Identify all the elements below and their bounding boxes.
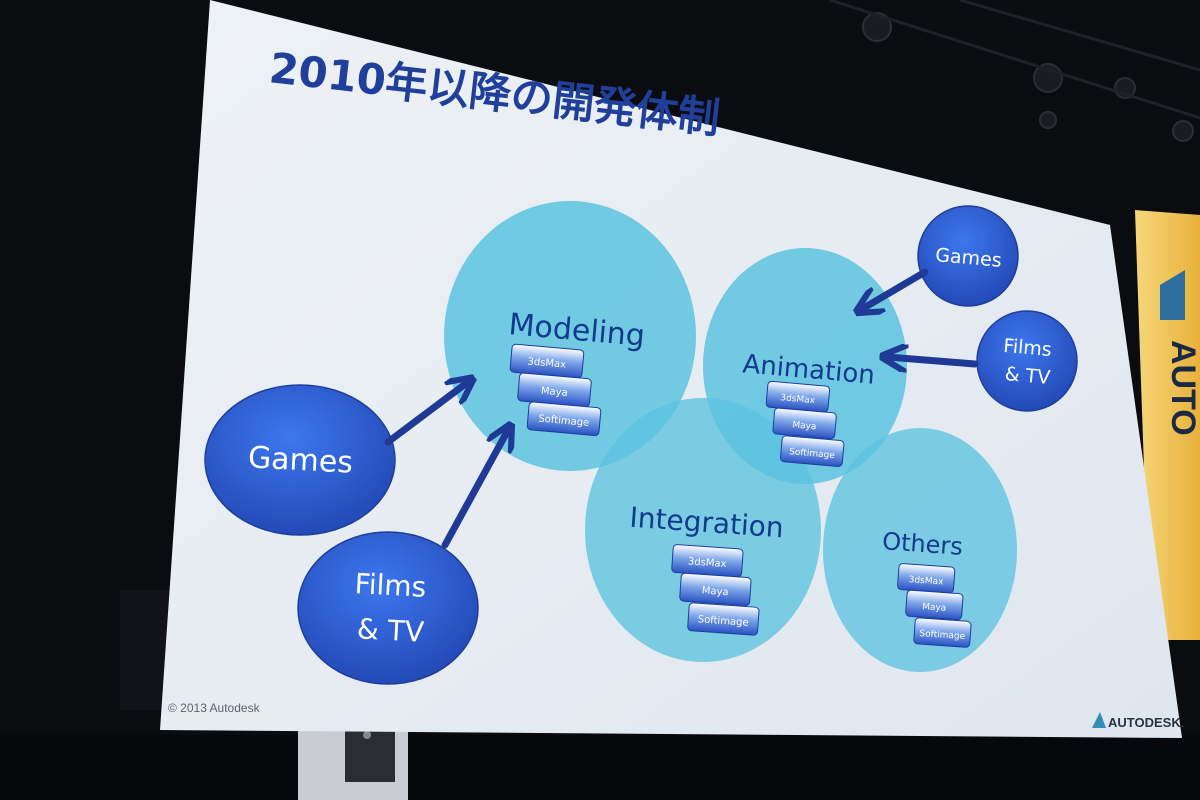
product-card-label: Maya (701, 585, 729, 598)
product-card-label: Softimage (538, 414, 590, 429)
team-circle-modeling (444, 201, 696, 471)
arrow-films-to-animation (888, 357, 979, 364)
arrow-films-to-modeling (441, 430, 508, 549)
product-card: Softimage (913, 617, 972, 648)
product-stack-integration: 3dsMax Maya Softimage (671, 544, 760, 636)
product-card-label: Softimage (697, 614, 749, 629)
source-circle-films-tv-left (297, 531, 479, 685)
source-label-films-right-line1: Films (1002, 335, 1052, 361)
autodesk-logo-text: AUTODESK. (1108, 715, 1184, 730)
ceiling-rails (829, 0, 1200, 120)
banner-logo-icon (1160, 270, 1185, 320)
product-card: Softimage (687, 602, 760, 636)
arrow-games-to-modeling (384, 382, 468, 446)
autodesk-logo-icon (1092, 712, 1106, 728)
product-card: Maya (905, 589, 964, 621)
product-card-label: 3dsMax (527, 356, 566, 370)
source-label-films-left-line1: Films (354, 567, 427, 604)
autodesk-logo: AUTODESK. (1092, 712, 1184, 730)
banner-text: AUTO (1164, 340, 1200, 436)
product-card: Softimage (780, 435, 845, 467)
product-card: 3dsMax (671, 544, 744, 578)
product-stack-animation: 3dsMax Maya Softimage (765, 380, 845, 467)
product-card: Maya (772, 407, 837, 440)
product-card: Maya (679, 572, 752, 607)
product-card-label: 3dsMax (688, 556, 727, 570)
source-label-games-left: Games (247, 440, 354, 480)
product-stack-others: 3dsMax Maya Softimage (897, 563, 972, 648)
product-card-label: 3dsMax (780, 393, 816, 406)
product-card: 3dsMax (897, 563, 956, 594)
source-circle-films-tv-right (976, 310, 1078, 412)
source-label-films-left-line2: & TV (356, 612, 425, 648)
arrow-games-to-animation (862, 268, 929, 309)
product-stack-modeling: 3dsMax Maya Softimage (509, 343, 602, 436)
copyright-text: © 2013 Autodesk (168, 701, 261, 715)
product-card: Maya (517, 372, 592, 408)
team-circle-integration (585, 398, 821, 662)
product-card-label: 3dsMax (908, 575, 944, 587)
product-card-label: Softimage (919, 629, 966, 642)
product-card: 3dsMax (765, 380, 831, 413)
source-circle-games-right (917, 205, 1019, 307)
team-label-others: Others (881, 527, 963, 561)
source-label-films-right-line2: & TV (1004, 363, 1051, 389)
product-card-label: Softimage (789, 447, 836, 461)
product-card: Softimage (526, 401, 602, 436)
product-card: 3dsMax (509, 343, 585, 379)
product-card-label: Maya (792, 420, 817, 432)
product-card-label: Maya (540, 386, 568, 399)
product-card-label: Maya (922, 602, 947, 614)
team-circle-others (823, 428, 1017, 672)
source-circle-games-left (204, 384, 396, 536)
